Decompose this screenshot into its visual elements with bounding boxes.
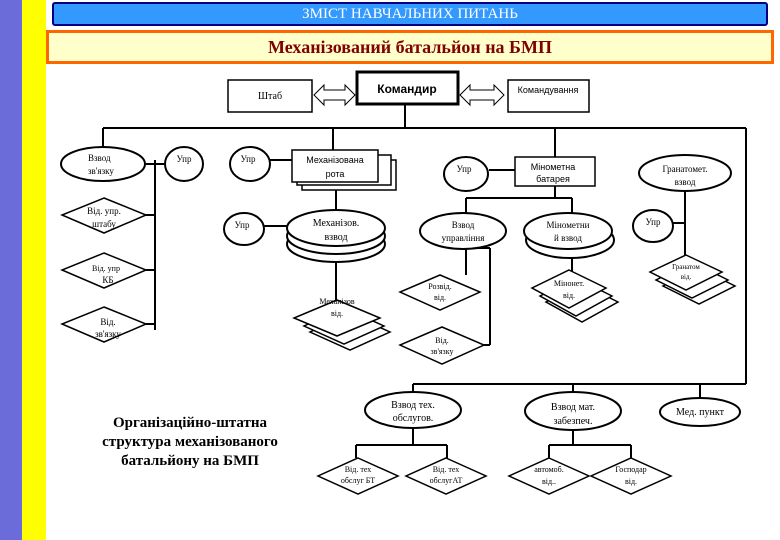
upr-node-5: Упр [632,209,674,243]
household-squad-label-1: Господар [615,465,646,474]
grenade-platoon-label-1: Гранатомет. [662,164,707,174]
tech-platoon-node: Взвод тех. обслугов. [364,391,462,429]
left-comm-squad-node: Від. зв'язку [60,306,148,343]
med-point-label: Мед. пункт [676,407,725,418]
command-node: Командування [507,79,590,113]
control-platoon-label-2: управління [442,233,485,243]
double-arrow-right [459,83,505,107]
mech-company-label-1: Механізована [306,155,363,165]
mech-squad-node: Механізов від. [292,297,392,351]
grenade-platoon-label-2: взвод [675,177,696,187]
kb-squad-label-2: КБ [102,275,113,285]
mech-squad-label-2: від. [331,309,343,318]
tech-platoon-label-1: Взвод тех. [391,400,435,411]
supply-platoon-label-2: забезпеч. [554,416,593,427]
grenade-squad-node: Гранатом від. [648,254,737,305]
mortar-squad-node: Мінонет. від. [530,269,620,323]
recon-squad-label-2: від. [434,293,446,302]
grenade-squad-label-2: від. [681,273,692,281]
tech-platoon-label-2: обслугов. [393,413,434,424]
comm-platoon-label-2: зв'язку [88,166,114,176]
grenade-squad-label-1: Гранатом [672,263,700,271]
mortar-platoon-node: Мінометни й взвод [523,212,615,259]
grenade-platoon-node: Гранатомет. взвод [638,154,732,192]
upr-label-4: Упр [457,164,472,174]
staff-squad-node: Від. упр. штабу [60,197,148,234]
upr-label-1: Упр [177,154,192,164]
caption-line-1: Організаційно-штатна [112,415,268,431]
recon-squad-label-1: Розвід. [428,282,451,291]
mech-squad-label-1: Механізов [319,297,355,306]
staff-label: Штаб [258,91,282,102]
upr-node-2: Упр [229,146,271,182]
tech-at-label-1: Від. тех [433,465,460,474]
staff-squad-label-1: Від. упр. [87,206,121,216]
mortar-platoon-label-2: й взвод [554,233,582,243]
supply-platoon-node: Взвод мат. забезпеч. [524,391,622,431]
kb-squad-node: Від. упр КБ [60,252,148,289]
household-squad-label-2: від. [625,477,637,486]
mortar-battery-label-2: батарея [536,174,570,184]
med-point-node: Мед. пункт [659,397,741,427]
tech-bt-squad-node: Від. тех обслуг БТ [316,457,400,495]
comm-platoon-node: Взвод зв'язку [60,146,146,182]
diagram-caption: Організаційно-штатна структура механізов… [80,414,300,471]
mortar-battery-node: Мінометна батарея [514,156,596,187]
command-label: Командування [518,85,579,95]
comm-platoon-label-1: Взвод [88,153,111,163]
mech-platoon-label-1: Механізов. [313,218,360,229]
auto-squad-label-1: автомоб. [534,465,564,474]
upr-label-3: Упр [235,220,250,230]
auto-squad-label-2: від.. [542,477,556,486]
control-comm-squad-label-1: Від. [435,336,449,345]
upr-node-3: Упр [223,212,265,246]
mech-company-label-2: рота [326,169,345,179]
auto-squad-node: автомоб. від.. [507,457,591,495]
recon-squad-node: Розвід. від. [398,274,482,311]
mech-company-node: Механізована рота [291,149,397,191]
mech-platoon-node: Механізов. взвод [286,209,386,263]
caption-line-3: батальйону на БМП [121,453,259,469]
tech-at-squad-node: Від. тех обслугАТ [404,457,488,495]
upr-node-4: Упр [443,156,489,192]
household-squad-node: Господар від. [589,457,673,495]
kb-squad-label-1: Від. упр [92,264,120,273]
left-blue-stripe [0,0,22,540]
mortar-squad-label-2: від. [563,291,575,300]
upr-node-1: Упр [164,146,204,182]
caption-line-2: структура механізованого [102,434,278,450]
upr-label-2: Упр [241,154,256,164]
left-comm-squad-label-1: Від. [100,317,115,327]
tech-at-label-2: обслугАТ [430,476,463,485]
mortar-platoon-label-1: Мінометни [547,220,590,230]
upr-label-5: Упр [646,217,661,227]
slide-title: Механізований батальйон на БМП [46,30,774,64]
control-comm-squad-label-2: зв'язку [431,347,454,356]
control-comm-squad-node: Від. зв'язку [398,326,486,365]
double-arrow-left [313,83,356,107]
staff-node: Штаб [227,79,313,113]
commander-label: Командир [377,82,436,96]
supply-platoon-label-1: Взвод мат. [551,402,595,413]
mortar-battery-label-1: Мінометна [531,162,575,172]
section-title-bar: ЗМІСТ НАВЧАЛЬНИХ ПИТАНЬ [52,2,768,26]
left-yellow-stripe [22,0,46,540]
mech-platoon-label-2: взвод [324,232,347,243]
left-comm-squad-label-2: зв'язку [95,329,121,339]
commander-node: Командир [355,70,460,106]
control-platoon-label-1: Взвод [452,220,475,230]
control-platoon-node: Взвод управління [419,212,507,250]
staff-squad-label-2: штабу [92,219,116,229]
mortar-squad-label-1: Мінонет. [554,279,584,288]
tech-bt-label-1: Від. тех [345,465,372,474]
tech-bt-label-2: обслуг БТ [341,476,375,485]
